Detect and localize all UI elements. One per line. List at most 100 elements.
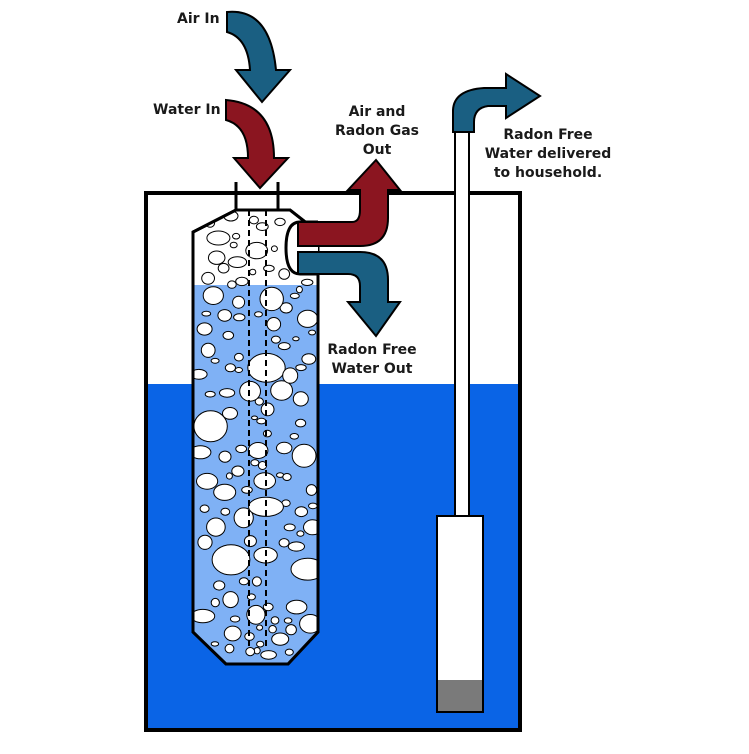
bubble	[218, 450, 232, 463]
bubble	[210, 597, 220, 608]
bubble	[248, 215, 259, 225]
bubble	[295, 364, 307, 372]
bubble	[213, 483, 237, 501]
bubble	[224, 643, 235, 654]
bubble	[277, 342, 291, 351]
bubble	[201, 271, 216, 285]
bubble	[233, 313, 246, 322]
bubble	[262, 602, 274, 612]
bubble	[285, 624, 297, 636]
water-in-arrow	[225, 98, 291, 190]
radon-free-water-out-arrow	[297, 251, 402, 338]
bubble	[248, 496, 284, 517]
bubble	[290, 557, 318, 581]
air-radon-out-line-2: Radon Gas	[335, 123, 419, 139]
bubble	[274, 217, 286, 227]
bubble	[193, 608, 216, 624]
bubble	[270, 380, 294, 401]
bubble	[224, 363, 236, 373]
bubble	[222, 330, 235, 340]
bubble	[259, 286, 284, 312]
bubble	[193, 445, 212, 460]
bubble	[287, 541, 305, 552]
bubble	[210, 641, 220, 647]
bubble	[279, 302, 293, 314]
bubble	[232, 232, 241, 240]
bubble	[220, 507, 231, 516]
bubble	[232, 295, 246, 309]
bubble	[199, 504, 210, 513]
submersible-pump	[436, 515, 484, 713]
bubble	[295, 285, 303, 294]
bubble	[241, 486, 253, 494]
bubble	[254, 311, 263, 318]
delivery-pipe	[454, 131, 470, 518]
tank-outline	[144, 191, 522, 732]
bubble	[301, 353, 317, 365]
water-in-label: Water In	[153, 102, 221, 118]
bubble	[308, 329, 317, 336]
bubble	[235, 276, 249, 287]
bubble	[291, 443, 317, 468]
bubble	[245, 241, 269, 260]
delivered-water-arrow	[452, 72, 542, 133]
bubble	[292, 391, 309, 407]
bubble	[204, 390, 216, 398]
bubble	[219, 388, 236, 398]
bubble	[282, 473, 292, 481]
bubble	[211, 544, 251, 576]
bubble	[253, 472, 277, 490]
bubble	[227, 256, 248, 269]
bubble	[227, 280, 237, 289]
bubble	[193, 368, 208, 380]
bubble	[197, 534, 213, 550]
inlet-neck	[234, 182, 280, 210]
bubble	[278, 538, 290, 548]
bubble	[260, 402, 275, 417]
bubble	[284, 648, 294, 656]
bubble	[289, 433, 299, 440]
bubble	[276, 441, 293, 455]
bubble	[238, 577, 249, 586]
bubble	[234, 352, 244, 362]
bubble	[266, 317, 282, 332]
bubble	[201, 310, 212, 317]
bubble	[202, 286, 224, 306]
bubble	[206, 517, 226, 537]
air-radon-out-line-3: Out	[362, 142, 392, 158]
delivered-line-2: Water delivered	[484, 146, 612, 162]
bubble	[283, 617, 293, 624]
bubble	[262, 429, 272, 438]
air-radon-out-label: Air and Radon Gas Out	[322, 103, 432, 160]
air-in-arrow	[226, 10, 293, 104]
bubble	[213, 580, 226, 591]
bubble	[297, 309, 318, 328]
bubble	[270, 616, 280, 625]
bubble	[234, 367, 244, 373]
bubble	[245, 647, 256, 657]
bubble	[256, 624, 264, 631]
bubble	[283, 523, 296, 532]
radon-free-water-out-label: Radon Free Water Out	[322, 341, 422, 379]
bubble	[305, 484, 318, 496]
water-out-line-1: Radon Free	[327, 342, 417, 358]
bubble	[235, 444, 248, 454]
bubble	[285, 599, 308, 615]
bubble	[251, 576, 262, 587]
bubble	[229, 615, 241, 623]
bubble	[229, 241, 238, 249]
bubble	[308, 502, 318, 510]
water-out-line-2: Water Out	[331, 361, 413, 377]
bubble	[249, 268, 257, 276]
bubble	[271, 632, 290, 646]
bubble	[296, 530, 305, 537]
bubble	[222, 591, 239, 609]
delivered-water-label: Radon Free Water delivered to household.	[478, 126, 618, 183]
bubble	[247, 352, 286, 383]
bubble	[222, 407, 238, 420]
bubble	[250, 459, 260, 467]
pump-intake	[438, 680, 482, 711]
bubble	[196, 472, 219, 490]
bubble	[263, 264, 275, 272]
